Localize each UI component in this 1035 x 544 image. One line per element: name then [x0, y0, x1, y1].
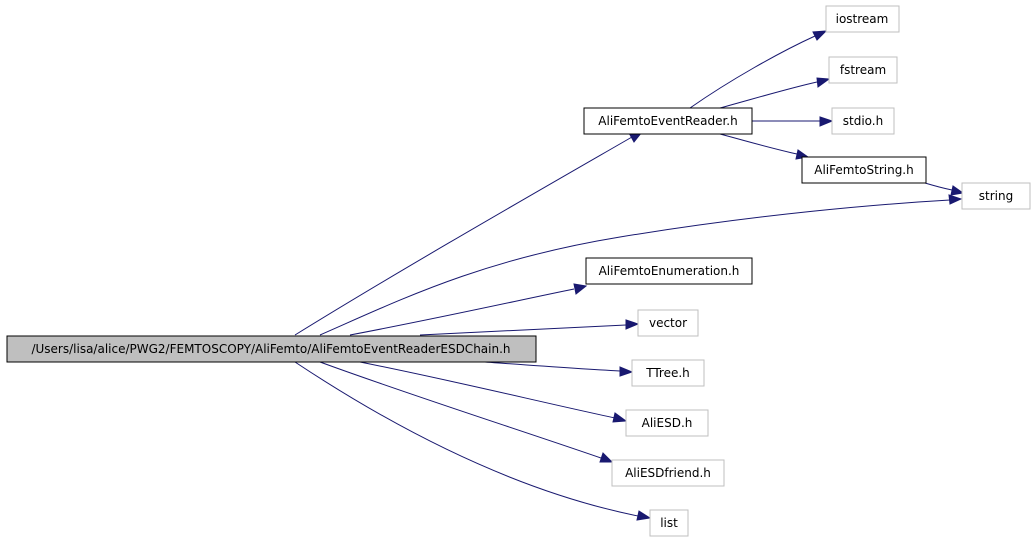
edge-root-to-list — [294, 361, 639, 517]
arrowhead-fstream — [816, 77, 831, 88]
node-vector-box — [637, 309, 699, 337]
edge-root-to-aliesd — [359, 361, 616, 419]
node-ttree-label: TTree.h — [645, 366, 690, 380]
node-femto-string[interactable]: AliFemtoString.h — [801, 156, 927, 184]
edge-root-to-enumeration — [349, 288, 575, 336]
node-aliesd-label: AliESD.h — [642, 416, 693, 430]
node-enumeration-box — [585, 257, 753, 285]
arrowhead-string-from-root — [948, 194, 963, 205]
node-event-reader-label: AliFemtoEventReader.h — [598, 114, 737, 128]
edge-root-to-aliesdfriend — [319, 361, 602, 459]
node-stdio-box — [831, 107, 895, 135]
node-vector[interactable]: vector — [637, 309, 699, 337]
node-stdio[interactable]: stdio.h — [831, 107, 895, 135]
node-list-label: list — [660, 516, 678, 530]
node-root-box — [6, 335, 537, 363]
edge-root-to-string — [319, 199, 951, 336]
node-aliesdfriend-label: AliESDfriend.h — [625, 466, 711, 480]
arrowhead-list — [636, 510, 652, 521]
arrowhead-iostream — [812, 30, 828, 41]
node-event-reader-box — [583, 107, 753, 135]
edge-event-reader-to-iostream — [689, 35, 816, 109]
arrowhead-aliesd — [612, 412, 628, 423]
node-iostream-label: iostream — [836, 12, 889, 26]
node-string-box — [961, 182, 1031, 210]
node-enumeration[interactable]: AliFemtoEnumeration.h — [585, 257, 753, 285]
edge-event-reader-to-femto-string — [719, 133, 798, 155]
node-iostream-box — [825, 5, 900, 33]
arrowhead-aliesdfriend — [599, 452, 614, 463]
node-femto-string-box — [801, 156, 927, 184]
arrowhead-enumeration — [573, 283, 588, 295]
node-ttree-box — [631, 359, 705, 387]
node-list[interactable]: list — [649, 509, 689, 537]
node-root[interactable]: /Users/lisa/alice/PWG2/FEMTOSCOPY/AliFem… — [6, 335, 537, 363]
edges — [294, 30, 965, 521]
node-aliesd-box — [625, 409, 709, 437]
arrowhead-string-from-femto-string — [950, 185, 965, 196]
node-ttree[interactable]: TTree.h — [631, 359, 705, 387]
node-vector-label: vector — [649, 316, 687, 330]
arrowhead-vector — [625, 319, 640, 330]
edge-event-reader-to-fstream — [719, 81, 818, 109]
node-enumeration-label: AliFemtoEnumeration.h — [599, 264, 740, 278]
edge-root-to-vector — [419, 324, 627, 336]
edge-root-to-ttree — [484, 361, 621, 372]
node-root-label: /Users/lisa/alice/PWG2/FEMTOSCOPY/AliFem… — [31, 342, 510, 356]
node-list-box — [649, 509, 689, 537]
edge-femto-string-to-string — [924, 182, 953, 191]
node-aliesdfriend[interactable]: AliESDfriend.h — [611, 459, 725, 487]
arrowhead-ttree — [619, 366, 634, 377]
edge-root-to-event-reader — [294, 136, 633, 336]
node-aliesdfriend-box — [611, 459, 725, 487]
node-string-label: string — [979, 189, 1013, 203]
node-fstream-box — [828, 56, 898, 84]
node-stdio-label: stdio.h — [843, 114, 883, 128]
node-event-reader[interactable]: AliFemtoEventReader.h — [583, 107, 753, 135]
arrowhead-stdio — [819, 116, 834, 127]
node-femto-string-label: AliFemtoString.h — [814, 163, 913, 177]
node-string[interactable]: string — [961, 182, 1031, 210]
node-iostream[interactable]: iostream — [825, 5, 900, 33]
node-aliesd[interactable]: AliESD.h — [625, 409, 709, 437]
node-fstream-label: fstream — [840, 63, 886, 77]
node-fstream[interactable]: fstream — [828, 56, 898, 84]
